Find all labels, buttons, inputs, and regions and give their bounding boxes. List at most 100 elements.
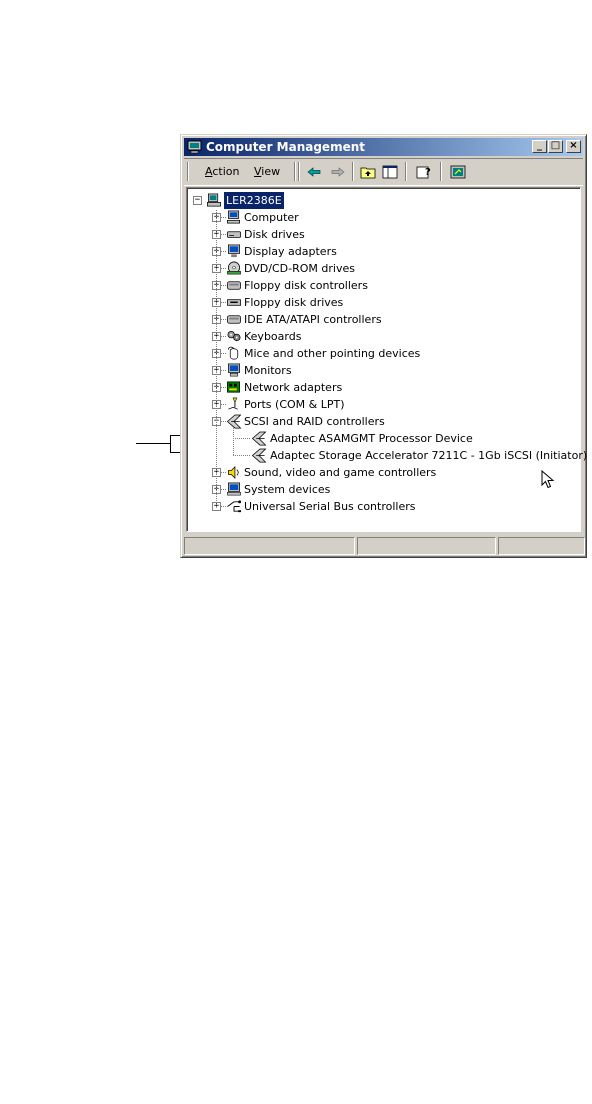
tree-item-label: Mice and other pointing devices	[244, 347, 421, 360]
tree-item-label: SCSI and RAID controllers	[244, 415, 385, 428]
close-button[interactable]: ×	[566, 140, 581, 153]
maximize-button[interactable]: □	[548, 140, 563, 153]
computer-management-window: Computer Management _ □ × Action View ?	[180, 134, 587, 558]
up-folder-icon[interactable]	[360, 164, 376, 180]
tree-item-label: IDE ATA/ATAPI controllers	[244, 313, 382, 326]
tree-item-label: Floppy disk drives	[244, 296, 344, 309]
tree-category-item[interactable]: +Monitors	[187, 362, 577, 379]
tree-item-label: Display adapters	[244, 245, 337, 258]
tree-item-label: Monitors	[244, 364, 292, 377]
controller-icon	[227, 315, 241, 324]
disk-drive-icon	[227, 231, 241, 238]
svg-text:?: ?	[425, 167, 431, 178]
tree-category-item[interactable]: +Computer	[187, 209, 577, 226]
scsi-icon	[251, 431, 267, 446]
tree-item-label: Network adapters	[244, 381, 343, 394]
tree-category-item[interactable]: +DVD/CD-ROM drives	[187, 260, 577, 277]
status-bar	[184, 537, 585, 555]
tree-category-item[interactable]: +IDE ATA/ATAPI controllers	[187, 311, 577, 328]
usb-icon	[227, 500, 242, 513]
tree-category-item[interactable]: +System devices	[187, 481, 577, 498]
tree-category-item[interactable]: −SCSI and RAID controllers	[187, 413, 577, 430]
tree-connector	[216, 210, 217, 507]
controller-icon	[227, 281, 241, 290]
tree-item-label: Adaptec Storage Accelerator 7211C - 1Gb …	[270, 449, 588, 462]
monitor-icon	[228, 363, 240, 377]
menu-action-rest: ction	[212, 165, 240, 178]
toolbar-separator	[352, 162, 354, 181]
root-computer-icon	[207, 193, 221, 207]
tree-item-label: Disk drives	[244, 228, 305, 241]
tree-category-item[interactable]: +Disk drives	[187, 226, 577, 243]
tree-category-item[interactable]: +Keyboards	[187, 328, 577, 345]
tree-category-item[interactable]: +Sound, video and game controllers	[187, 464, 577, 481]
tree-connector	[221, 506, 226, 507]
tree-connector	[221, 217, 226, 218]
window-title: Computer Management	[206, 140, 365, 154]
collapse-root-button[interactable]: −	[193, 195, 202, 205]
tree-item-label: Adaptec ASAMGMT Processor Device	[270, 432, 473, 445]
toolbar-separator	[405, 162, 407, 181]
tree-connector	[233, 428, 234, 455]
show-hide-tree-icon[interactable]	[382, 164, 398, 180]
tree-connector	[221, 234, 226, 235]
tree-connector	[221, 404, 226, 405]
tree-category-item[interactable]: +Mice and other pointing devices	[187, 345, 577, 362]
sound-icon	[228, 465, 239, 480]
toolbar-grip	[187, 162, 189, 181]
tree-connector	[221, 353, 226, 354]
tree-root-node[interactable]: − LER2386E	[187, 191, 577, 210]
menu-action[interactable]: Action	[205, 165, 239, 178]
forward-icon[interactable]	[330, 164, 346, 180]
tree-category-item[interactable]: +Ports (COM & LPT)	[187, 396, 577, 413]
scsi-icon	[226, 414, 242, 429]
tree-connector	[233, 455, 250, 456]
tree-connector	[221, 472, 226, 473]
properties-icon[interactable]	[450, 164, 466, 180]
mouse-cursor-icon	[541, 470, 555, 489]
device-tree-pane[interactable]: − LER2386E+Computer+Disk drives+Display a…	[186, 187, 587, 532]
status-pane	[357, 537, 496, 555]
keyboard-icon	[227, 330, 241, 342]
tree-item-label: LER2386E	[223, 191, 285, 210]
tree-category-item[interactable]: +Network adapters	[187, 379, 577, 396]
scsi-icon	[251, 448, 267, 463]
menu-toolbar: Action View ?	[184, 158, 583, 186]
status-pane	[498, 537, 585, 555]
tree-item-label: DVD/CD-ROM drives	[244, 262, 355, 275]
tree-device-item[interactable]: Adaptec Storage Accelerator 7211C - 1Gb …	[187, 447, 587, 464]
tree-connector	[221, 336, 226, 337]
tree-connector	[221, 489, 226, 490]
tree-category-item[interactable]: +Display adapters	[187, 243, 577, 260]
network-adapter-icon	[227, 381, 240, 393]
menu-view[interactable]: View	[254, 165, 280, 178]
tree-item-label: Keyboards	[244, 330, 302, 343]
tree-device-item[interactable]: Adaptec ASAMGMT Processor Device	[187, 430, 577, 447]
back-icon[interactable]	[306, 164, 322, 180]
title-bar[interactable]: Computer Management _ □ ×	[184, 138, 583, 156]
tree-category-item[interactable]: +Floppy disk controllers	[187, 277, 577, 294]
tree-connector	[221, 387, 226, 388]
floppy-icon	[227, 299, 241, 306]
tree-connector	[221, 421, 226, 422]
toolbar-separator	[294, 162, 296, 181]
help-icon[interactable]: ?	[416, 164, 432, 180]
tree-connector	[221, 370, 226, 371]
tree-item-label: Universal Serial Bus controllers	[244, 500, 416, 513]
computer-icon	[227, 210, 240, 224]
tree-item-label: System devices	[244, 483, 331, 496]
mouse-icon	[228, 346, 239, 360]
toolbar-separator	[440, 162, 442, 181]
tree-connector	[221, 302, 226, 303]
tree-category-item[interactable]: +Universal Serial Bus controllers	[187, 498, 577, 515]
menu-view-rest: iew	[261, 165, 281, 178]
minimize-button[interactable]: _	[532, 140, 547, 153]
tree-connector	[221, 251, 226, 252]
tree-item-label: Sound, video and game controllers	[244, 466, 437, 479]
tree-connector	[233, 438, 250, 439]
display-adapter-icon	[228, 244, 240, 258]
tree-category-item[interactable]: +Floppy disk drives	[187, 294, 577, 311]
tree-connector	[221, 268, 226, 269]
cdrom-icon	[227, 261, 241, 275]
toolbar-separator	[298, 162, 300, 181]
